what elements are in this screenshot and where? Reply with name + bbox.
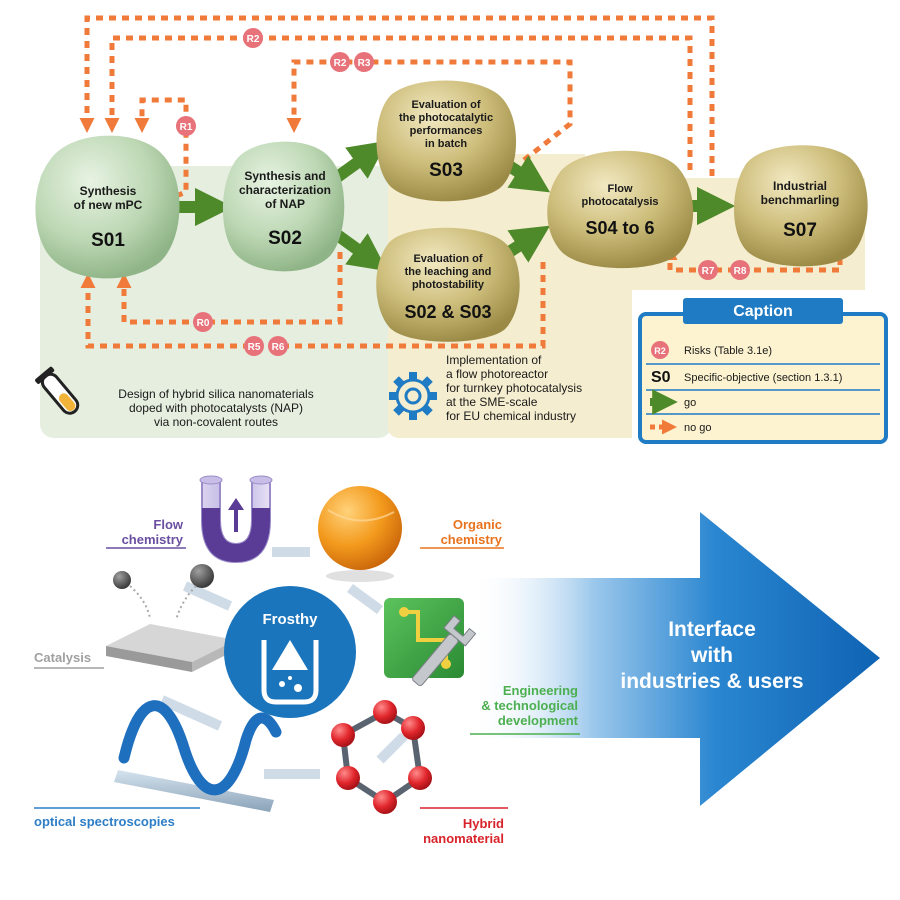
s03-code: S03 (429, 160, 463, 181)
catalysis-icon (106, 564, 236, 672)
s0203-title-1: the leaching and (405, 266, 492, 278)
caption-row-2-text: go (684, 397, 696, 409)
s0203-code: S02 & S03 (404, 302, 491, 322)
go-s02-s03 (332, 140, 388, 183)
s07-title-0: Industrial (773, 179, 827, 193)
s0406-title-0: Flow (607, 183, 632, 195)
caption-row-0-text: Risks (Table 3.1e) (684, 345, 772, 357)
s01-code: S01 (91, 230, 125, 251)
s03-title-2: performances (410, 125, 483, 137)
s0406-code: S04 to 6 (585, 218, 654, 238)
s02-title-2: of NAP (265, 197, 305, 211)
frosthy-logo: Frosthy (224, 586, 356, 718)
nogo-s03-to-s02 (286, 59, 573, 162)
nogo-s07-to-s0406 (662, 245, 843, 273)
risk-r6: R6 (272, 342, 285, 353)
caption-row-1-symbol: S0 (651, 369, 671, 386)
nogo-s0406-to-s01-inner (104, 35, 693, 170)
test-tube-icon (35, 366, 80, 415)
risk-r3: R3 (358, 58, 371, 69)
s03-title-1: the photocatalytic (399, 112, 493, 124)
engineering-icon (384, 598, 477, 687)
risk-r2-mid: R2 (334, 58, 347, 69)
risk-badges: R2 R2 R3 R1 R0 R5 R6 R7 R8 (176, 28, 750, 356)
s02-title-0: Synthesis and (244, 169, 325, 183)
caption-row-0-symbol: R2 (654, 346, 666, 356)
s02-code: S02 (268, 228, 302, 249)
optical-spectroscopy-icon (114, 700, 282, 812)
s03-title-0: Evaluation of (411, 99, 480, 111)
caption-box: Caption R2 Risks (Table 3.1e) S0 Specifi… (638, 298, 888, 444)
go-s02-s0203 (332, 229, 388, 272)
caption-title: Caption (733, 303, 793, 320)
s0203-title-0: Evaluation of (413, 253, 482, 265)
s01-title-0: Synthesis (80, 184, 137, 198)
s07-code: S07 (783, 220, 817, 241)
risk-r1: R1 (180, 122, 193, 133)
connectors (159, 547, 408, 779)
risk-r8: R8 (734, 266, 747, 277)
risk-r7: R7 (702, 266, 715, 277)
nogo-s02-to-s01 (116, 252, 343, 325)
gear-icon (389, 372, 437, 420)
no-go-arrows (79, 15, 843, 349)
s07-title-1: benchmarling (761, 193, 840, 207)
s0203-title-2: photostability (412, 279, 485, 291)
caption-row-3-text: no go (684, 422, 712, 434)
s01-title-1: of new mPC (74, 198, 143, 212)
caption-row-1-text: Specific-objective (section 1.3.1) (684, 372, 842, 384)
caption-risk-symbol (651, 341, 669, 359)
nogo-s0406-to-s01-outer (79, 15, 715, 176)
s03-title-3: in batch (425, 138, 467, 150)
frosthy-logo-text: Frosthy (262, 611, 318, 628)
hybrid-molecule-icon (331, 700, 432, 814)
catalysis-label: Catalysis (34, 650, 91, 665)
nogo-s0203-to-s01 (80, 262, 546, 349)
organic-sphere-icon (318, 486, 402, 582)
risk-r5: R5 (248, 342, 261, 353)
risk-r2-top: R2 (247, 34, 260, 45)
flow-chemistry-icon (199, 475, 273, 564)
s0406-title-1: photocatalysis (581, 196, 658, 208)
interface-big-arrow (470, 512, 880, 806)
optical-label: optical spectroscopies (34, 814, 175, 829)
s02-title-1: characterization (239, 183, 331, 197)
risk-r0: R0 (197, 318, 210, 329)
